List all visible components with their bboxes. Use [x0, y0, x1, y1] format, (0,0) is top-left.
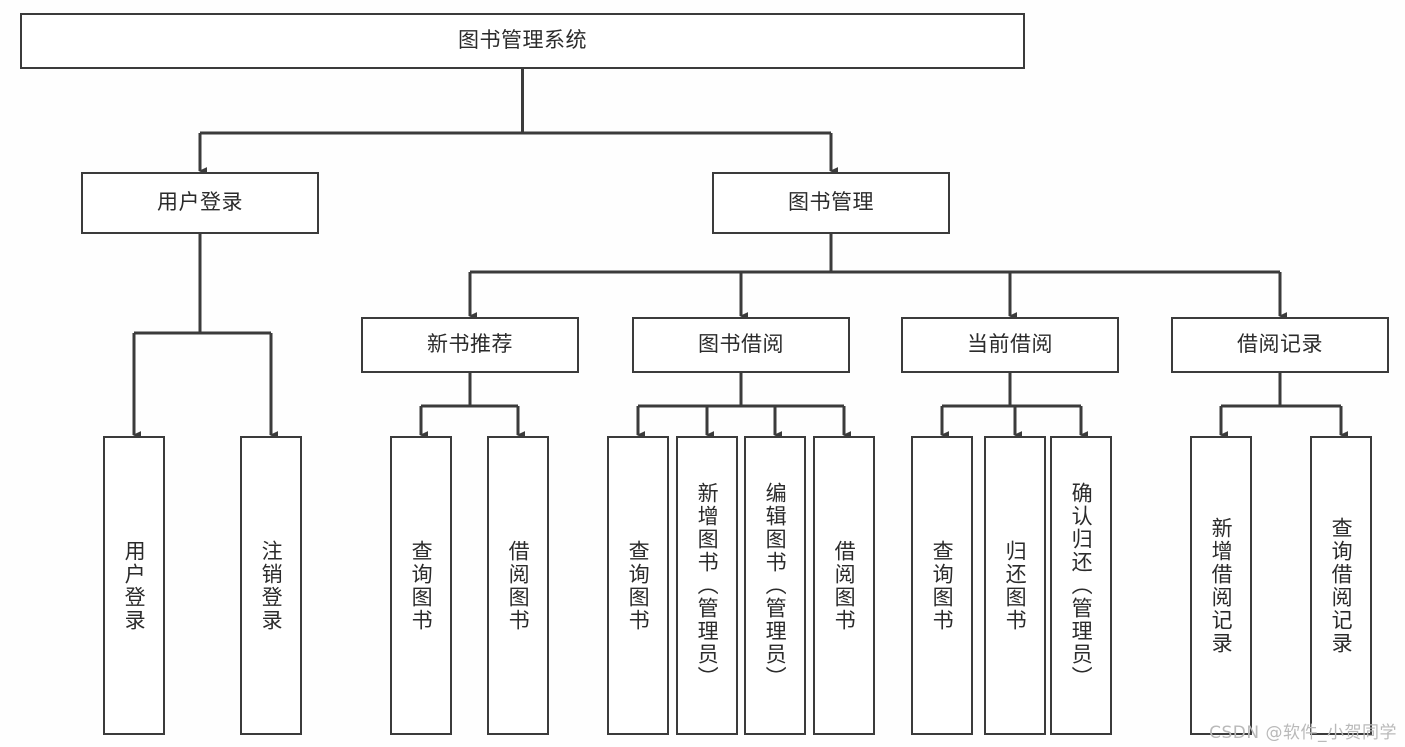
- node-leaf-edit-book[interactable]: 编辑图书（管理员）: [744, 436, 806, 735]
- node-leaf-query-book-2-label: 查询图书: [626, 539, 651, 632]
- node-leaf-query-book-2[interactable]: 查询图书: [607, 436, 669, 735]
- node-leaf-query-book-1[interactable]: 查询图书: [390, 436, 452, 735]
- node-leaf-borrow-book-2[interactable]: 借阅图书: [813, 436, 875, 735]
- node-leaf-return-book-label: 归还图书: [1003, 539, 1028, 632]
- node-leaf-user-logout[interactable]: 注销登录: [240, 436, 302, 735]
- node-leaf-user-login-label: 用户登录: [122, 539, 147, 632]
- node-leaf-add-record-label: 新增借阅记录: [1209, 516, 1234, 655]
- node-user-login-label: 用户登录: [157, 190, 243, 215]
- node-current-borrow-label: 当前借阅: [967, 332, 1053, 357]
- node-leaf-borrow-book-1[interactable]: 借阅图书: [487, 436, 549, 735]
- csdn-watermark: CSDN @软件_小贺同学: [1209, 723, 1397, 743]
- node-book-borrow-label: 图书借阅: [698, 332, 784, 357]
- node-leaf-borrow-book-1-label: 借阅图书: [506, 539, 531, 632]
- node-leaf-query-record[interactable]: 查询借阅记录: [1310, 436, 1372, 735]
- node-root[interactable]: 图书管理系统: [20, 13, 1025, 69]
- node-user-login[interactable]: 用户登录: [81, 172, 319, 234]
- node-borrow-record[interactable]: 借阅记录: [1171, 317, 1389, 373]
- node-leaf-query-book-3[interactable]: 查询图书: [911, 436, 973, 735]
- node-leaf-user-login[interactable]: 用户登录: [103, 436, 165, 735]
- node-leaf-query-book-1-label: 查询图书: [409, 539, 434, 632]
- node-leaf-query-book-3-label: 查询图书: [930, 539, 955, 632]
- node-leaf-confirm-return[interactable]: 确认归还（管理员）: [1050, 436, 1112, 735]
- node-leaf-query-record-label: 查询借阅记录: [1329, 516, 1354, 655]
- node-book-manage[interactable]: 图书管理: [712, 172, 950, 234]
- node-new-book-recommend-label: 新书推荐: [427, 332, 513, 357]
- node-current-borrow[interactable]: 当前借阅: [901, 317, 1119, 373]
- node-leaf-add-book[interactable]: 新增图书（管理员）: [676, 436, 738, 735]
- node-leaf-confirm-return-label: 确认归还（管理员）: [1069, 482, 1094, 689]
- node-book-manage-label: 图书管理: [788, 190, 874, 215]
- node-borrow-record-label: 借阅记录: [1237, 332, 1323, 357]
- node-new-book-recommend[interactable]: 新书推荐: [361, 317, 579, 373]
- node-leaf-add-book-label: 新增图书（管理员）: [695, 482, 720, 689]
- node-leaf-edit-book-label: 编辑图书（管理员）: [763, 482, 788, 689]
- node-leaf-user-logout-label: 注销登录: [259, 539, 284, 632]
- node-book-borrow[interactable]: 图书借阅: [632, 317, 850, 373]
- node-leaf-return-book[interactable]: 归还图书: [984, 436, 1046, 735]
- node-root-label: 图书管理系统: [458, 28, 587, 53]
- node-leaf-add-record[interactable]: 新增借阅记录: [1190, 436, 1252, 735]
- node-leaf-borrow-book-2-label: 借阅图书: [832, 539, 857, 632]
